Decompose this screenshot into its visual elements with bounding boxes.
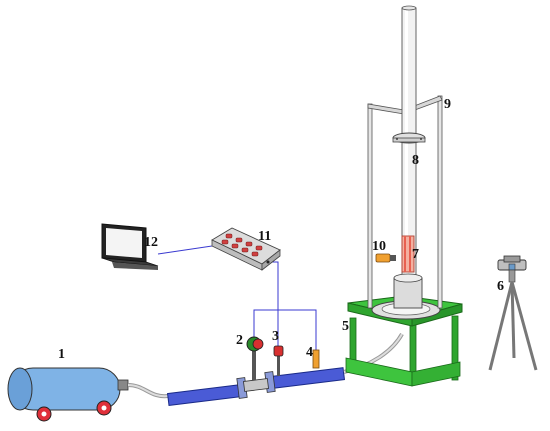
label-8: 8 (412, 153, 419, 168)
wheel-icon (36, 406, 52, 422)
laptop-icon (101, 223, 159, 270)
pressure-sensor-icon (312, 349, 320, 369)
camera-tripod-icon (488, 255, 538, 371)
wire-laptop-daq (157, 245, 213, 255)
label-5: 5 (342, 319, 349, 334)
vertical-column (401, 5, 417, 289)
wire-to-valve (253, 309, 278, 338)
main-pipe (166, 367, 346, 407)
flange-icon (392, 132, 426, 144)
frame-rods (367, 95, 443, 309)
valve-icon (246, 336, 264, 380)
signal-wires (157, 245, 317, 350)
pressure-gauge-icon (273, 345, 284, 376)
label-9: 9 (444, 97, 451, 112)
label-12: 12 (144, 235, 158, 250)
label-1: 1 (58, 347, 65, 362)
lower-chamber (393, 273, 423, 309)
label-7: 7 (412, 247, 419, 262)
gas-cylinder-icon (7, 367, 129, 422)
data-acquisition-box-icon (211, 227, 281, 271)
camera-sensor-icon (375, 253, 396, 263)
specimen-icon (401, 235, 415, 273)
label-3: 3 (272, 329, 279, 344)
label-10: 10 (372, 239, 386, 254)
wheel-icon (96, 400, 112, 416)
label-2: 2 (236, 333, 243, 348)
label-4: 4 (306, 345, 313, 360)
label-11: 11 (258, 229, 271, 244)
label-6: 6 (497, 279, 504, 294)
callout-labels: 1 2 3 4 5 6 7 8 9 10 11 12 (58, 97, 504, 362)
